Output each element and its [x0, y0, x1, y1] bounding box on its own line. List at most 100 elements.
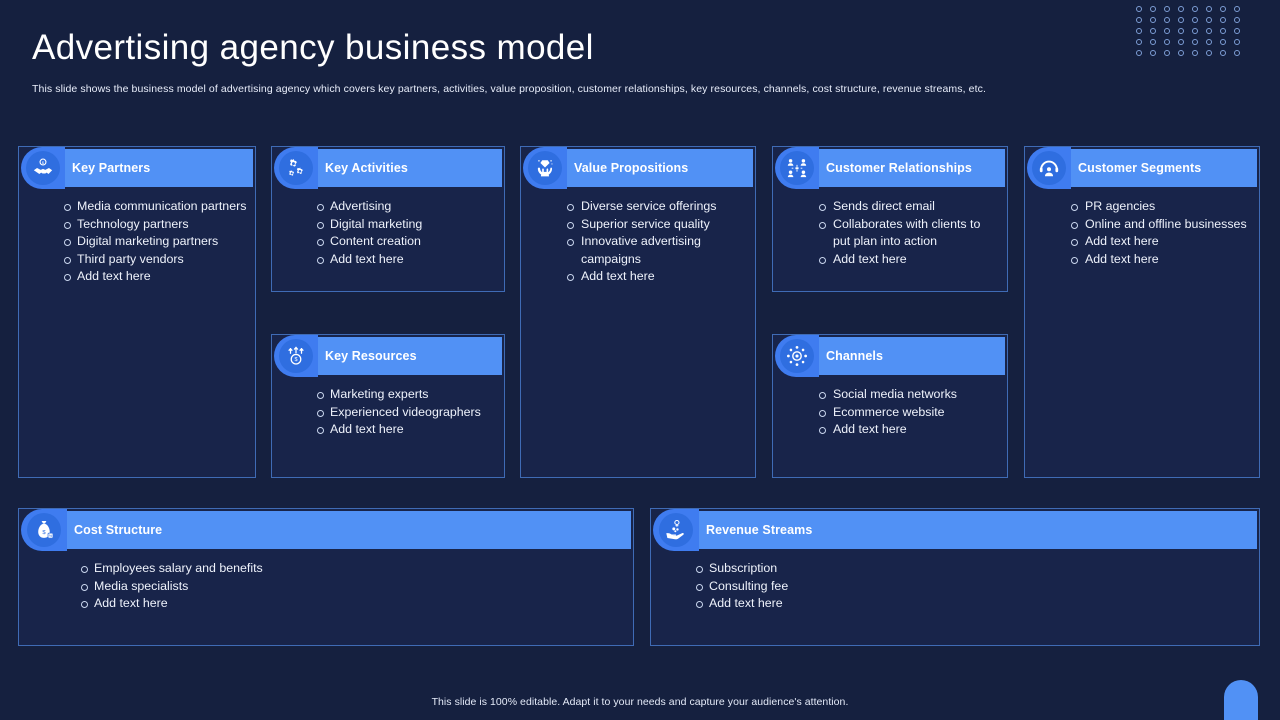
list-item: Online and offline businesses: [1025, 216, 1253, 234]
list-item: PR agencies: [1025, 198, 1253, 216]
list-item: Marketing experts: [272, 386, 498, 404]
dot: [1192, 28, 1198, 34]
dot: [1206, 17, 1212, 23]
list-item: Add text here: [272, 251, 498, 269]
card-header-bar: [313, 337, 502, 375]
dot: [1220, 6, 1226, 12]
list-item: Add text here: [1025, 233, 1253, 251]
card-title: Customer Relationships: [826, 161, 972, 175]
list-item: Add text here: [773, 421, 1001, 439]
card-header: Revenue Streams: [651, 509, 1259, 551]
footer-note: This slide is 100% editable. Adapt it to…: [431, 696, 849, 708]
list-item: Add text here: [521, 268, 749, 286]
card-header-bar: [694, 511, 1257, 549]
card-header: Customer Relationships: [773, 147, 1007, 189]
dot: [1192, 39, 1198, 45]
card-title: Key Activities: [325, 161, 408, 175]
dot: [1234, 39, 1240, 45]
dot: [1206, 28, 1212, 34]
card-title: Key Partners: [72, 161, 151, 175]
dot: [1178, 6, 1184, 12]
dot: [1136, 39, 1142, 45]
dot: [1234, 50, 1240, 56]
customer-support-icon: [1027, 147, 1071, 189]
dot: [1136, 6, 1142, 12]
list-item: Ecommerce website: [773, 404, 1001, 422]
gears-icon: [274, 147, 318, 189]
dot: [1192, 6, 1198, 12]
list-item: Collaborates with clients to put plan in…: [773, 216, 1001, 251]
list-item: Add text here: [773, 251, 1001, 269]
list-item: Consulting fee: [651, 578, 1253, 596]
card-header: $ Key Resources: [272, 335, 504, 377]
svg-text:$: $: [42, 530, 46, 536]
dot: [1220, 39, 1226, 45]
dot: [1220, 17, 1226, 23]
list-item: Technology partners: [19, 216, 249, 234]
card-key-partners[interactable]: $ Key Partners Media communication partn…: [18, 146, 256, 478]
dot: [1136, 28, 1142, 34]
people-network-icon: [775, 147, 819, 189]
list-item: Add text here: [19, 595, 627, 613]
list-item: Digital marketing: [272, 216, 498, 234]
dot: [1164, 50, 1170, 56]
dot: [1192, 50, 1198, 56]
card-customer-relationships[interactable]: Customer Relationships Sends direct emai…: [772, 146, 1008, 292]
dot: [1164, 28, 1170, 34]
diamond-in-hands-icon: [523, 147, 567, 189]
card-header-bar: [814, 149, 1005, 187]
dot: [1150, 50, 1156, 56]
card-header-bar: [1066, 149, 1257, 187]
dot: [1178, 50, 1184, 56]
dot: [1164, 39, 1170, 45]
card-header: Value Propositions: [521, 147, 755, 189]
dot: [1178, 39, 1184, 45]
dot: [1178, 28, 1184, 34]
list-item: Content creation: [272, 233, 498, 251]
money-bag-icon: $ %: [21, 509, 67, 551]
card-value-propositions[interactable]: Value Propositions Diverse service offer…: [520, 146, 756, 478]
card-title: Revenue Streams: [706, 523, 813, 537]
card-header: Channels: [773, 335, 1007, 377]
dot: [1150, 28, 1156, 34]
card-title: Channels: [826, 349, 884, 363]
network-hub-icon: [775, 335, 819, 377]
card-header: Customer Segments: [1025, 147, 1259, 189]
dot: [1234, 17, 1240, 23]
list-item: Add text here: [19, 268, 249, 286]
card-title: Cost Structure: [74, 523, 163, 537]
dot: [1164, 6, 1170, 12]
dot: [1136, 17, 1142, 23]
corner-arch-decoration: [1224, 680, 1258, 720]
dot: [1150, 17, 1156, 23]
list-item: Sends direct email: [773, 198, 1001, 216]
list-item: Social media networks: [773, 386, 1001, 404]
card-cost-structure[interactable]: $ % Cost Structure Employees salary and …: [18, 508, 634, 646]
card-header-bar: [62, 511, 631, 549]
card-header-bar: [313, 149, 502, 187]
dot: [1220, 50, 1226, 56]
list-item: Media communication partners: [19, 198, 249, 216]
dot: [1150, 6, 1156, 12]
card-header-bar: [562, 149, 753, 187]
dot: [1150, 39, 1156, 45]
card-title: Customer Segments: [1078, 161, 1202, 175]
list-item: Diverse service offerings: [521, 198, 749, 216]
list-item: Employees salary and benefits: [19, 560, 627, 578]
